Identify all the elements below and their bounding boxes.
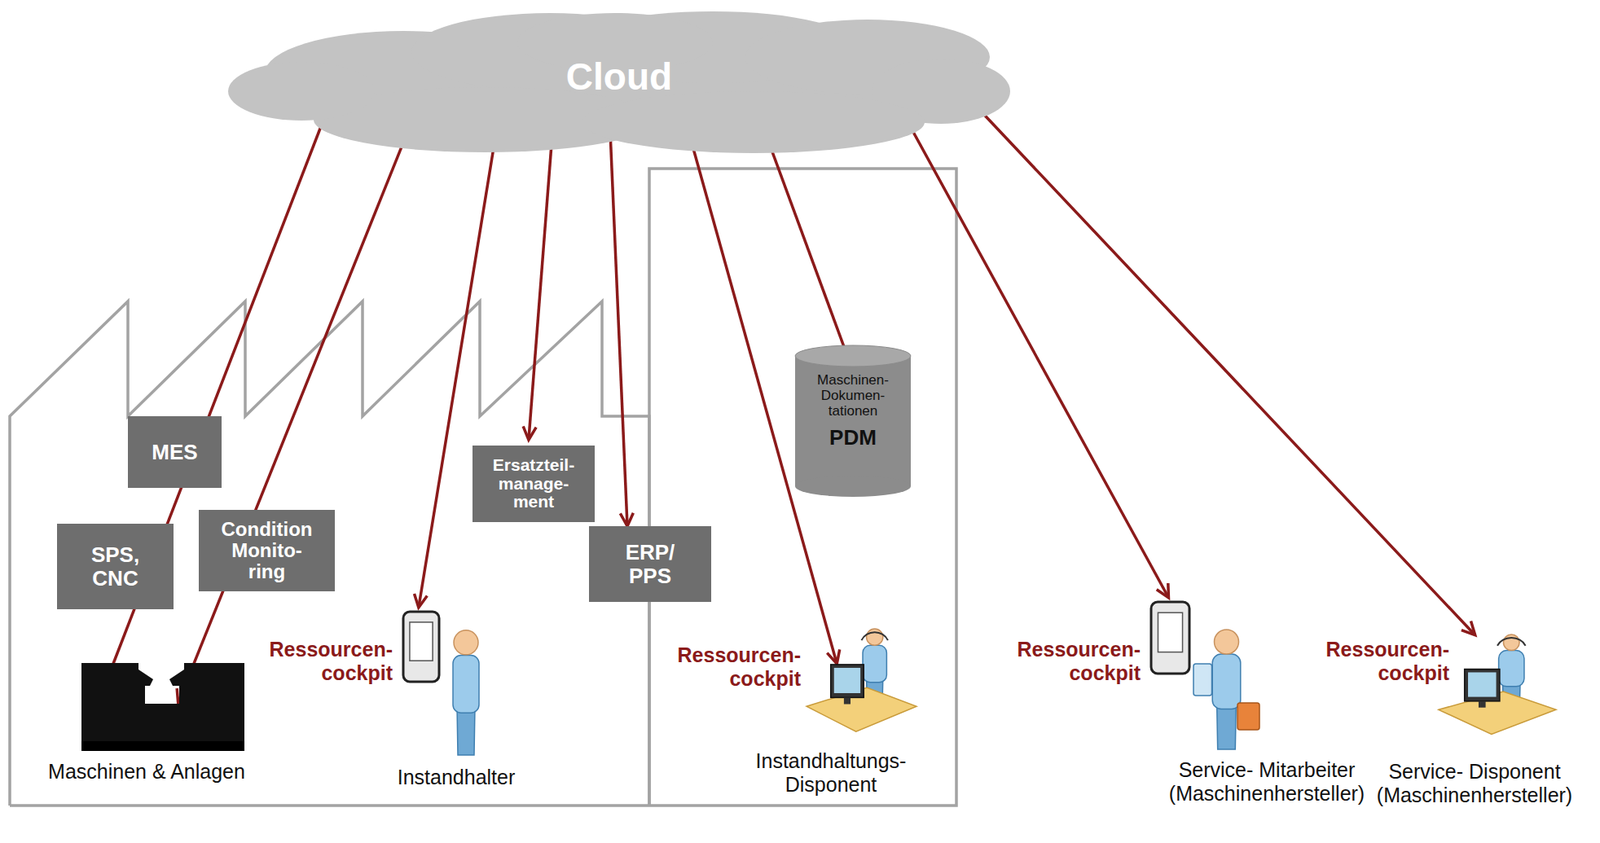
monitor-stand bbox=[843, 697, 851, 704]
machine: Maschinen & Anlagen bbox=[32, 647, 261, 791]
database-caption: Maschinen- Dokumen- tationen bbox=[817, 372, 889, 419]
monitor-screen bbox=[834, 668, 861, 694]
cloud-puff bbox=[582, 91, 925, 154]
person-head bbox=[866, 628, 884, 646]
phone-screen bbox=[1157, 612, 1183, 652]
briefcase bbox=[1237, 703, 1260, 730]
cloud-puff bbox=[228, 61, 375, 121]
cylinder-body bbox=[795, 356, 911, 487]
headset bbox=[861, 632, 888, 641]
user-role: Ressourcen- cockpitInstandhaltungs- Disp… bbox=[651, 619, 929, 807]
cockpit-label: Ressourcen- cockpit bbox=[1326, 637, 1450, 686]
person-body bbox=[1212, 654, 1241, 710]
system-label: SPS, CNC bbox=[91, 543, 140, 590]
user-role: Ressourcen- cockpitInstandhalter bbox=[244, 602, 506, 799]
headset bbox=[1497, 637, 1526, 647]
cockpit-label: Ressourcen- cockpit bbox=[269, 637, 393, 686]
person-legs bbox=[1217, 703, 1237, 750]
factory-building bbox=[9, 301, 650, 806]
monitor-stand bbox=[1478, 701, 1486, 708]
data-connector bbox=[609, 112, 628, 526]
cockpit-label: Ressourcen- cockpit bbox=[1017, 637, 1141, 686]
cylinder-top bbox=[795, 345, 911, 367]
system-label: MES bbox=[151, 440, 198, 464]
role-name: Instandhalter bbox=[397, 765, 516, 790]
system-box: ERP/ PPS bbox=[589, 526, 712, 603]
cloud-label: Cloud bbox=[566, 54, 673, 99]
user-icon bbox=[985, 590, 1361, 843]
system-label: Condition Monito- ring bbox=[221, 518, 313, 583]
system-box: Ersatzteil- manage- ment bbox=[472, 445, 595, 523]
system-box: Condition Monito- ring bbox=[198, 509, 335, 592]
machine-body bbox=[81, 663, 245, 752]
data-connector bbox=[418, 107, 501, 607]
phone-body bbox=[403, 611, 440, 682]
system-label: ERP/ PPS bbox=[625, 540, 676, 587]
person-legs bbox=[457, 706, 475, 756]
system-box: MES bbox=[127, 416, 222, 488]
monitor bbox=[1464, 669, 1500, 702]
role-name: Service- Disponent (Maschinenhersteller) bbox=[1376, 760, 1573, 808]
machine-label: Maschinen & Anlagen bbox=[32, 760, 261, 784]
monitor bbox=[830, 664, 864, 699]
system-box: SPS, CNC bbox=[57, 523, 174, 610]
monitor-screen bbox=[1468, 672, 1497, 697]
person-head bbox=[1503, 634, 1520, 651]
cockpit-label: Ressourcen- cockpit bbox=[677, 643, 801, 691]
phone-screen bbox=[409, 622, 433, 661]
role-name: Service- Mitarbeiter (Maschinenherstelle… bbox=[1169, 758, 1365, 806]
user-role: Ressourcen- cockpitService- Mitarbeiter … bbox=[985, 590, 1361, 843]
data-connector bbox=[933, 61, 1475, 635]
tablet bbox=[1193, 663, 1213, 696]
user-role: Ressourcen- cockpitService- Disponent (M… bbox=[1295, 623, 1597, 843]
role-name: Instandhaltungs- Disponent bbox=[756, 749, 907, 797]
cloud: Cloud bbox=[224, 9, 1015, 157]
machine-base bbox=[81, 741, 245, 752]
system-label: Ersatzteil- manage- ment bbox=[492, 456, 575, 512]
cylinder-bottom bbox=[795, 475, 911, 497]
person-body bbox=[862, 645, 887, 683]
phone-body bbox=[1151, 602, 1190, 674]
data-connector bbox=[528, 112, 554, 440]
cylinder-shape bbox=[794, 344, 912, 498]
person-head bbox=[1214, 629, 1240, 655]
person-head bbox=[453, 630, 479, 655]
database-cylinder: Maschinen- Dokumen- tationenPDM bbox=[794, 344, 912, 498]
person-body bbox=[452, 655, 480, 714]
machine-icon bbox=[81, 653, 245, 752]
person-body bbox=[1498, 650, 1525, 687]
database-name: PDM bbox=[829, 425, 877, 451]
data-connector bbox=[178, 92, 424, 703]
